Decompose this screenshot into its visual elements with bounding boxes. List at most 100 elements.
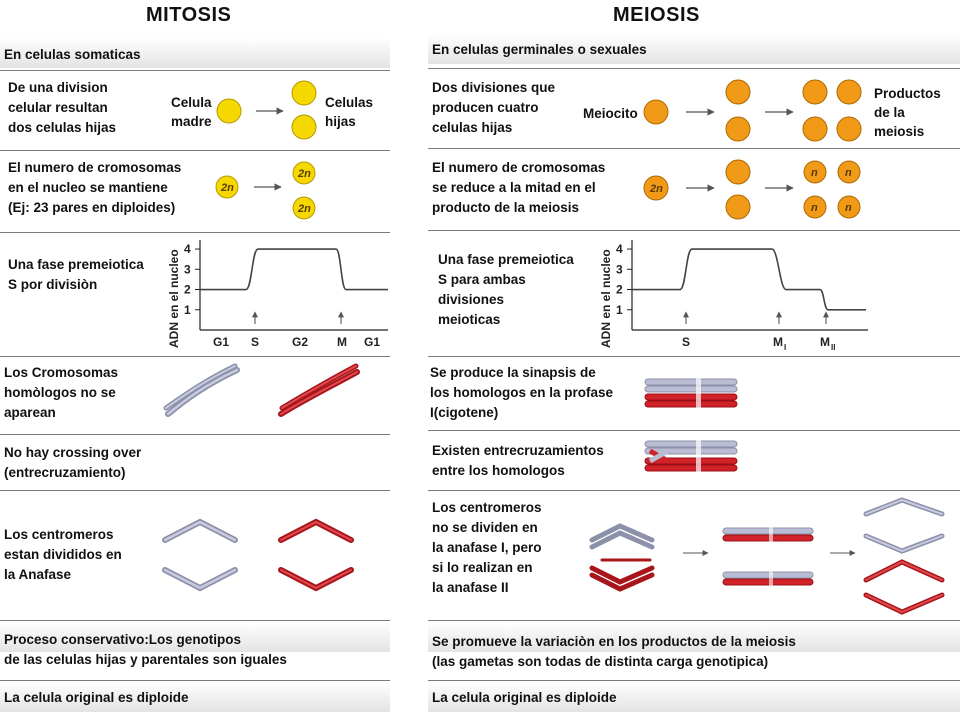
gray-chromatids-anaphase: [162, 518, 238, 592]
row-separator: [428, 68, 960, 69]
mitosis-divisions: De una division celular resultan dos cel…: [8, 80, 117, 135]
row-separator: [0, 620, 390, 621]
ploidy-mark: 2n: [220, 182, 234, 194]
row-separator: [0, 356, 390, 357]
x-tick-subscript: II: [831, 343, 835, 352]
meiosis-product-cell: [836, 116, 862, 142]
row-band: [428, 682, 960, 712]
x-tick-label: G2: [292, 335, 308, 349]
y-tick-label: 2: [184, 283, 191, 297]
y-tick-label: 2: [616, 283, 623, 297]
ploidy-mark: 2n: [649, 183, 663, 195]
x-tick-label: M: [773, 335, 783, 349]
daughter-2n-cell: [292, 196, 316, 220]
crossing-over-homologs: [644, 440, 738, 472]
row-separator: [428, 430, 960, 431]
meiocyte-label: Meiocito: [583, 106, 638, 121]
row-separator: [0, 434, 390, 435]
row-band: [0, 622, 390, 652]
row-separator: [428, 148, 960, 149]
y-tick-label: 1: [184, 303, 191, 317]
y-tick-label: 1: [616, 303, 623, 317]
synapsed-homologs: [644, 378, 738, 408]
haploid-cell: [837, 160, 861, 184]
daughter-cell: [291, 114, 317, 140]
gray-chromosome: [163, 363, 240, 417]
haploid-cell: [803, 160, 827, 184]
x-tick-label: M: [820, 335, 830, 349]
meiosis-product-cell: [802, 79, 828, 105]
x-tick-label: S: [251, 335, 259, 349]
meiosis-header: MEIOSIS: [613, 4, 700, 26]
meiosis-i-cell: [725, 194, 751, 220]
row-separator: [0, 150, 390, 151]
meiosis-cell-type: En celulas germinales o sexuales: [432, 42, 647, 57]
row-separator: [0, 70, 390, 71]
ploidy-mark: 2n: [297, 168, 311, 180]
mitosis-homolog-pairing: Los Cromosomas homòlogos no se aparean: [4, 365, 119, 420]
meiosis-chromosome-number: El numero de cromosomas se reduce a la m…: [432, 160, 606, 215]
row-band: [0, 38, 390, 68]
meiosis-i-cell: [725, 159, 751, 185]
meiosis-crossing-over: Existen entrecruzamientos entre los homo…: [432, 443, 604, 478]
anaphase-i-homologs: [589, 523, 655, 592]
x-tick-label: G1: [364, 335, 380, 349]
meiosis-product-cell: [836, 79, 862, 105]
red-chromosome: [278, 363, 360, 417]
x-tick-label: S: [682, 335, 690, 349]
x-tick-subscript: I: [784, 343, 786, 352]
meiosis-ii-chromatids: [863, 497, 945, 615]
daughter-2n-cell: [292, 161, 316, 185]
mitosis-cell-type: En celulas somaticas: [4, 47, 141, 62]
mitosis-conservative: Proceso conservativo:Los genotipos de la…: [4, 632, 287, 667]
anaphase-ii-chromosomes: [722, 526, 814, 588]
row-separator: [428, 490, 960, 491]
dna-content-line: [632, 248, 866, 311]
mother-cell: [216, 98, 242, 124]
x-tick-label: M: [337, 335, 347, 349]
mitosis-header: MITOSIS: [146, 4, 232, 26]
meiosis-products-label: Productos de la meiosis: [874, 86, 941, 139]
meiosis-product-cell: [802, 116, 828, 142]
meiosis-centromeres: Los centromeros no se dividen en la anaf…: [432, 500, 542, 595]
meiosis-i-cell: [725, 79, 751, 105]
row-band: [428, 34, 960, 64]
parent-2n-cell: [215, 175, 239, 199]
ploidy-mark: n: [811, 202, 818, 214]
row-separator: [428, 620, 960, 621]
meiosis-s-phase: Una fase premeiotica S para ambas divisi…: [438, 252, 574, 327]
mitosis-centromeres: Los centromeros estan divididos en la An…: [4, 527, 122, 582]
row-separator: [0, 490, 390, 491]
ploidy-mark: n: [811, 167, 818, 179]
parent-2n-cell: [643, 175, 669, 201]
y-axis-label: ADN en el nucleo: [167, 249, 181, 348]
row-separator: [0, 232, 390, 233]
y-tick-label: 4: [616, 242, 623, 256]
ploidy-mark: 2n: [297, 203, 311, 215]
daughter-cells-label: Celulas hijas: [325, 95, 374, 129]
mitosis-s-phase: Una fase premeiotica S por divisiòn: [8, 257, 144, 292]
ploidy-mark: n: [845, 202, 852, 214]
row-separator: [0, 680, 390, 681]
daughter-cell: [291, 80, 317, 106]
dna-content-line: [200, 248, 388, 291]
meiosis-diploid: La celula original es diploide: [432, 690, 617, 705]
y-axis-label: ADN en el nucleo: [599, 249, 613, 348]
row-band: [428, 622, 960, 652]
y-tick-label: 3: [184, 262, 191, 276]
haploid-cell: [803, 195, 827, 219]
haploid-cell: [837, 195, 861, 219]
y-tick-label: 3: [616, 262, 623, 276]
row-separator: [428, 680, 960, 681]
meiocyte-cell: [643, 99, 669, 125]
meiosis-variation: Se promueve la variaciòn en los producto…: [432, 634, 796, 669]
y-tick-label: 4: [184, 242, 191, 256]
meiosis-i-cell: [725, 116, 751, 142]
meiosis-synapsis: Se produce la sinapsis de los homologos …: [430, 365, 614, 420]
x-tick-label: G1: [213, 335, 229, 349]
mitosis-chromosome-number: El numero de cromosomas en el nucleo se …: [8, 160, 182, 215]
